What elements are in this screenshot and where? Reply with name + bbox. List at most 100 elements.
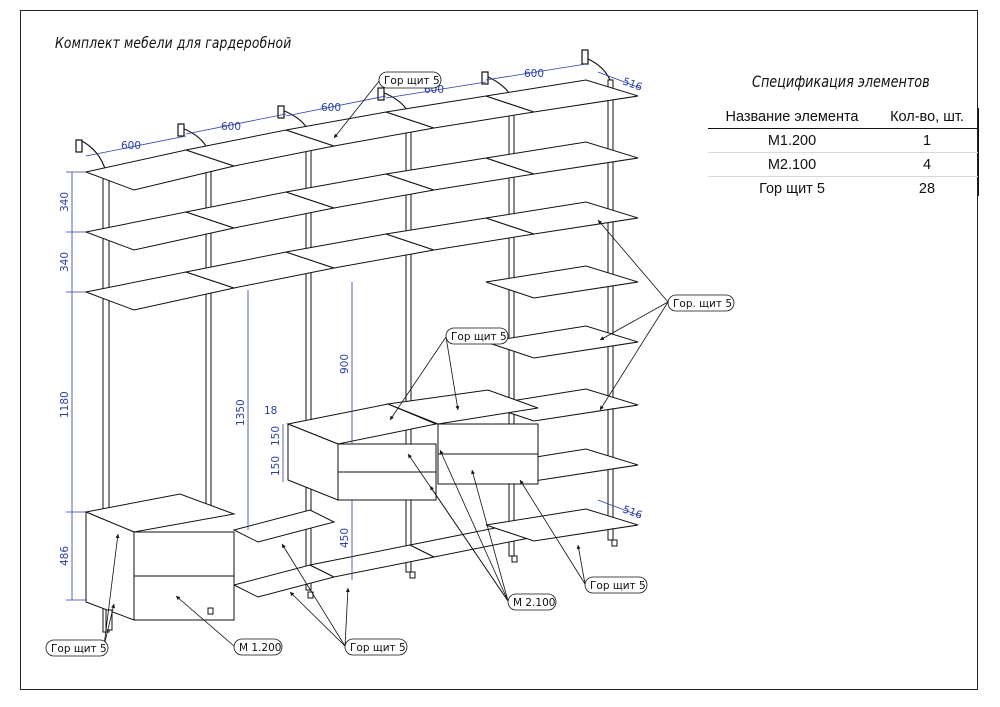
spec-row: М1.200 1	[708, 129, 978, 153]
spec-border	[978, 108, 979, 196]
dim-depth-top: 516	[621, 76, 644, 94]
spec-title: Спецификация элементов	[752, 72, 930, 91]
callout-label: Гор щит 5	[51, 643, 107, 655]
callout-label: М 2.100	[513, 597, 555, 609]
dim-line	[285, 95, 387, 117]
bracket-plate	[377, 87, 385, 101]
dim-line	[185, 113, 287, 135]
post-foot	[105, 609, 113, 631]
callout-box	[45, 639, 109, 657]
callout-label: Гор щит 5	[451, 331, 507, 343]
leader	[333, 79, 381, 139]
callout-label: Гор. щит 5	[673, 298, 732, 310]
drawer-front	[337, 471, 437, 501]
dim-drawer: 150	[270, 456, 282, 476]
callout-label: Гор щит 5	[350, 642, 406, 654]
bracket-plate	[75, 139, 83, 153]
drawer-front	[437, 423, 539, 455]
spec-header-row: Название элемента Кол-во, шт.	[708, 105, 978, 129]
dim-height: 1350	[235, 399, 247, 426]
dim-height: 1180	[59, 391, 71, 418]
dim-width: 600	[221, 121, 241, 133]
dim-height: 340	[59, 252, 71, 272]
shelf	[485, 79, 639, 113]
spec-row-qty: 28	[918, 180, 936, 197]
drawing-frame	[20, 10, 978, 690]
dim-height: 450	[339, 528, 351, 548]
spec-col-name: Название элемента	[725, 108, 859, 125]
callout-box	[445, 327, 509, 345]
module-m1-200	[84, 493, 236, 631]
dim-width: 600	[524, 68, 544, 80]
dim-depth-side: 516	[621, 504, 644, 522]
shelf	[485, 388, 639, 422]
foot	[511, 555, 518, 563]
leader	[445, 336, 460, 411]
dim-drawer: 150	[270, 426, 282, 446]
callout-texts: Гор щит 5 Гор. щит 5 Гор щит 5 Гор щит 5…	[51, 75, 732, 655]
bracket-plate	[481, 71, 489, 85]
shelf	[232, 509, 336, 543]
dim-width: 600	[321, 102, 341, 114]
callout-label: М 1.200	[239, 642, 281, 654]
spec-col-qty: Кол-во, шт.	[890, 108, 964, 125]
dim-line	[597, 499, 641, 517]
leader	[439, 449, 509, 602]
dim-line	[385, 81, 487, 99]
spec-row: Гор щит 5 28	[708, 177, 978, 201]
shelf	[485, 141, 639, 175]
drawer-front	[133, 531, 235, 577]
callout-box	[507, 593, 557, 611]
module-m2-100	[286, 403, 438, 501]
post	[205, 149, 212, 511]
drawer-front	[337, 443, 437, 473]
leader	[103, 533, 120, 647]
bracket	[79, 139, 107, 173]
leader	[281, 543, 346, 647]
drawer-front	[133, 575, 235, 621]
callout-box	[584, 576, 648, 594]
leader	[599, 301, 669, 341]
leader	[429, 485, 509, 602]
callout-label: Гор щит 5	[590, 580, 646, 592]
dim-line	[485, 63, 587, 81]
post	[607, 79, 614, 541]
spec-row-qty: 1	[922, 132, 932, 149]
shelf	[485, 325, 639, 359]
leader	[471, 469, 509, 602]
dim-height: 900	[339, 354, 351, 374]
bracket-plate	[277, 105, 285, 119]
leader	[344, 587, 350, 647]
callout-box	[378, 71, 442, 89]
spec-row-qty: 4	[922, 156, 932, 173]
callout-box	[344, 638, 408, 656]
leader	[519, 479, 586, 585]
spec-row-name: М1.200	[767, 132, 817, 149]
dimension-lines	[66, 63, 641, 601]
dim-height: 486	[59, 546, 71, 566]
dim-line	[597, 71, 641, 89]
feet	[207, 539, 618, 615]
dim-height: 340	[59, 192, 71, 212]
spec-table: Название элемента Кол-во, шт. М1.200 1 М…	[708, 105, 978, 200]
leader	[175, 595, 235, 647]
callout-box	[667, 294, 735, 312]
callout-leaders	[103, 79, 669, 647]
leader	[289, 591, 346, 647]
dim-line	[85, 135, 187, 157]
foot	[409, 571, 416, 579]
module-top	[386, 389, 539, 425]
spec-row-name: Гор щит 5	[759, 180, 825, 197]
callout-label: Гор щит 5	[384, 75, 440, 87]
callout-box	[233, 638, 283, 656]
leader	[599, 301, 669, 411]
foot	[611, 539, 618, 547]
shelf	[485, 265, 639, 299]
bracket	[585, 57, 611, 81]
foot	[207, 607, 214, 615]
drawer-front	[437, 453, 539, 485]
spec-row: М2.100 4	[708, 153, 978, 177]
bracket-plate	[177, 123, 185, 137]
foot	[307, 591, 314, 599]
